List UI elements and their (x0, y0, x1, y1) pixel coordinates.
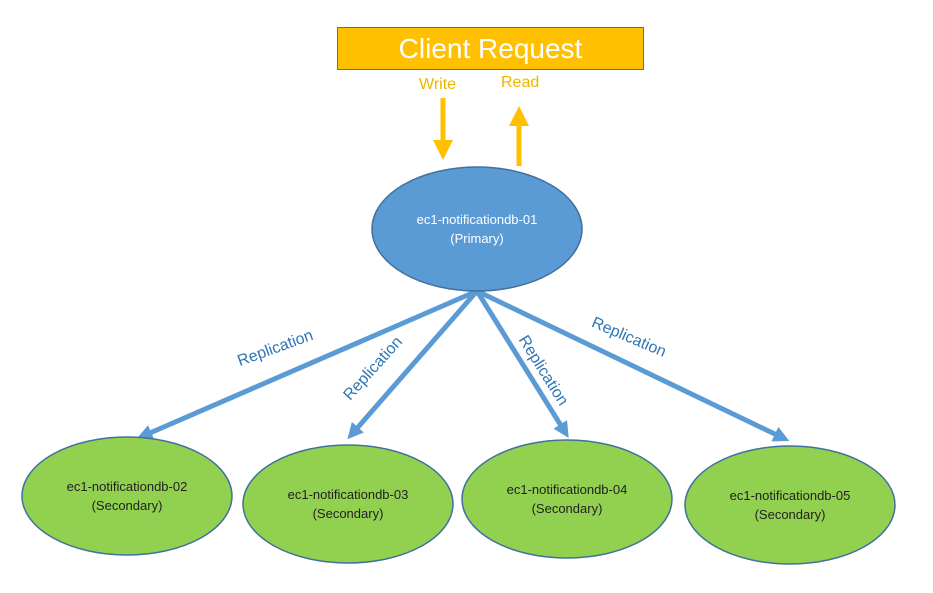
secondary-node-03: ec1-notificationdb-03 (Secondary) (243, 445, 453, 563)
secondary-node-role: (Secondary) (312, 506, 384, 521)
secondary-node-05: ec1-notificationdb-05 (Secondary) (685, 446, 895, 564)
secondary-node-name: ec1-notificationdb-03 (287, 487, 409, 502)
secondary-node-04-shape (461, 439, 673, 559)
secondary-node-name: ec1-notificationdb-05 (729, 488, 851, 503)
primary-node-role: (Primary) (450, 231, 504, 246)
secondary-node-04: ec1-notificationdb-04 (Secondary) (462, 440, 672, 558)
client-request-title: Client Request (398, 32, 583, 64)
secondary-node-name: ec1-notificationdb-02 (66, 479, 188, 494)
secondary-node-03-shape (242, 444, 454, 564)
secondary-node-name: ec1-notificationdb-04 (506, 482, 628, 497)
replication-arrow-05 (475, 288, 790, 442)
secondary-node-05-shape (684, 445, 896, 565)
primary-node-name: ec1-notificationdb-01 (416, 212, 538, 227)
replication-arrow-03 (347, 289, 479, 440)
primary-node: ec1-notificationdb-01 (Primary) (372, 167, 582, 291)
secondary-node-02-shape (21, 436, 233, 556)
secondary-node-role: (Secondary) (91, 498, 163, 513)
client-request-box: Client Request (337, 27, 644, 70)
primary-node-shape (371, 166, 583, 292)
replication-arrow-04 (474, 289, 569, 438)
replication-arrow-02 (136, 288, 478, 440)
secondary-node-02: ec1-notificationdb-02 (Secondary) (22, 437, 232, 555)
secondary-node-role: (Secondary) (754, 507, 826, 522)
write-label: Write (419, 76, 457, 93)
secondary-node-role: (Secondary) (531, 501, 603, 516)
read-label: Read (501, 74, 540, 91)
